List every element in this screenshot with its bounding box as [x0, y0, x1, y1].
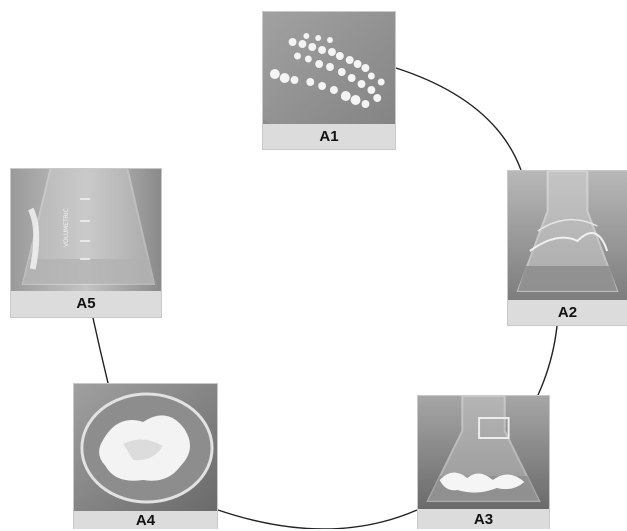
- graduated-flask-image: VOLUMETRIC: [11, 169, 161, 293]
- connector-a4-a5: [93, 318, 108, 383]
- stage-label-a1: A1: [263, 124, 395, 149]
- stage-label-a3: A3: [418, 509, 549, 529]
- petri-dish-mat-image: [74, 384, 217, 512]
- petri-dish-colonies-image: [263, 12, 395, 126]
- connector-a2-a3: [538, 326, 557, 395]
- stage-panel-a4: A4: [73, 383, 218, 529]
- connector-a3-a4: [218, 510, 417, 529]
- stage-label-a5: A5: [11, 291, 161, 317]
- stage-panel-a2: A2: [507, 170, 627, 326]
- connector-a1-a2: [396, 68, 521, 170]
- stage-panel-a3: A3: [417, 395, 550, 529]
- culture-flask-image: [508, 171, 627, 302]
- pellicle-flask-image: [418, 396, 549, 510]
- stage-panel-a1: A1: [262, 11, 396, 150]
- stage-panel-a5: VOLUMETRIC A5: [10, 168, 162, 318]
- svg-text:VOLUMETRIC: VOLUMETRIC: [63, 208, 70, 247]
- stage-label-a4: A4: [74, 511, 217, 529]
- stage-label-a2: A2: [508, 300, 627, 325]
